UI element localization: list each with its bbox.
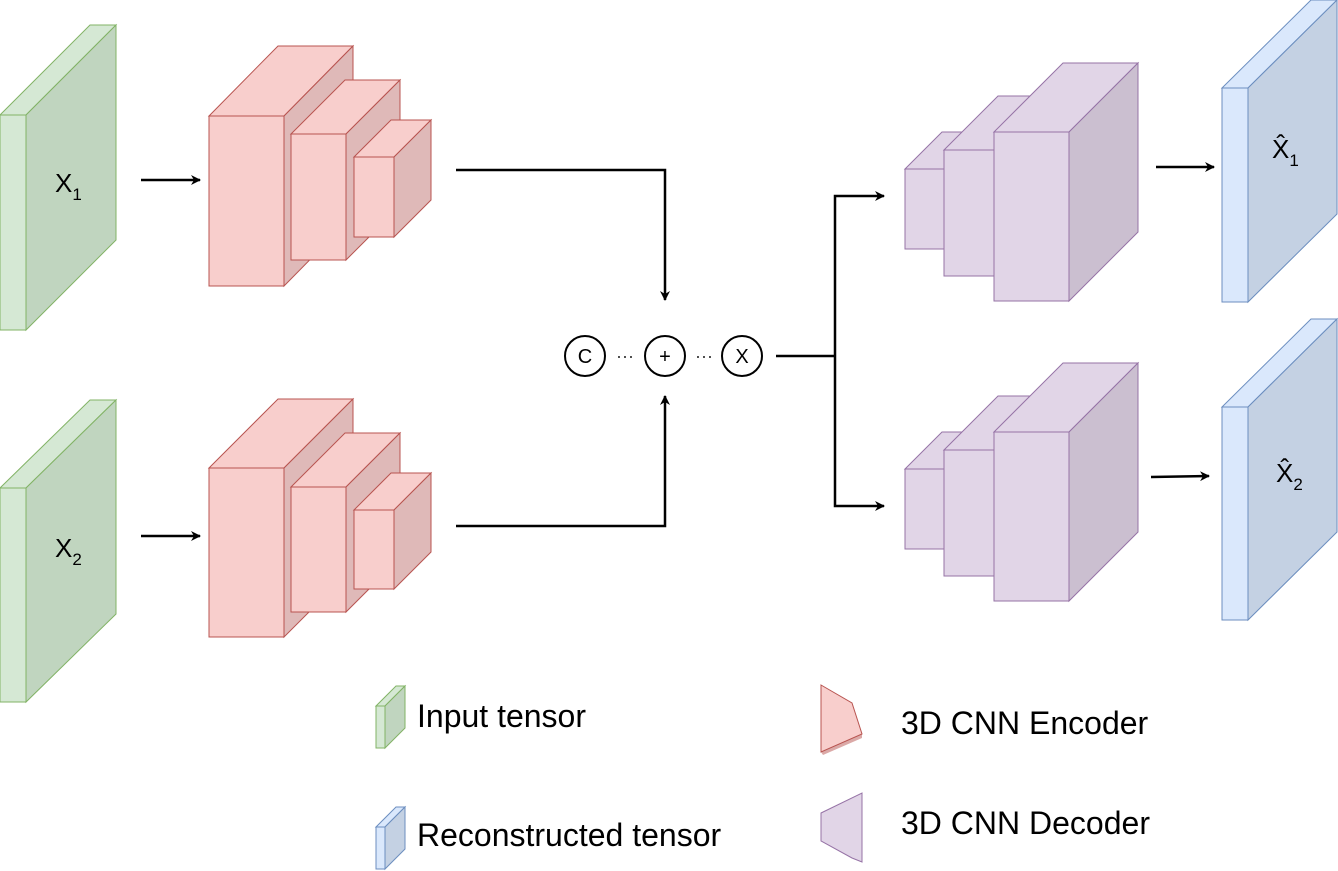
input-tensor-x1: X1 [0, 23, 118, 332]
reconstructed-tensor-x2: X̂2 [1220, 317, 1338, 622]
legend-reconstructed-swatch [374, 805, 407, 871]
reconstructed-tensor-x1: X̂1 [1220, 0, 1338, 304]
legend-decoder: 3D CNN Decoder [820, 792, 1150, 863]
output-label-x1: X̂1 [1272, 134, 1299, 170]
legend-reconstructed-label: Reconstructed tensor [417, 817, 722, 853]
connector-encoder1-to-fusion [456, 168, 670, 301]
fusion-separator-1: ··· [616, 346, 634, 366]
input-label-x1: X1 [55, 168, 82, 204]
legend-encoder-label: 3D CNN Encoder [901, 705, 1149, 741]
decoder-block-2 [903, 361, 1140, 603]
legend-input-label: Input tensor [417, 698, 586, 734]
legend: Input tensor Reconstructed tensor 3D CNN… [374, 684, 1150, 871]
product-operator [721, 335, 763, 377]
fusion-separator-2: ··· [695, 346, 713, 366]
connector-fusion-to-decoder1 [833, 191, 885, 356]
decoder-block-1 [903, 61, 1140, 303]
sum-operator [644, 335, 686, 377]
input-tensor-x2: X2 [0, 398, 118, 704]
sum-operator-label: + [659, 346, 671, 368]
legend-input-swatch [374, 684, 407, 750]
legend-decoder-label: 3D CNN Decoder [901, 805, 1150, 841]
encoder-block-2 [207, 397, 433, 639]
legend-input-tensor: Input tensor [374, 684, 586, 750]
arrow-decoder2-to-output [1150, 471, 1210, 482]
input-label-x2: X2 [55, 533, 82, 569]
connector-encoder2-to-fusion [456, 395, 670, 528]
legend-encoder-swatch [820, 684, 863, 753]
output-label-x2: X̂2 [1276, 458, 1303, 494]
legend-decoder-swatch [820, 792, 863, 863]
connector-fusion-to-decoder2 [833, 356, 885, 511]
encoder-block-1 [207, 44, 433, 288]
legend-reconstructed-tensor: Reconstructed tensor [374, 805, 722, 871]
product-operator-label: X [735, 346, 748, 368]
legend-encoder: 3D CNN Encoder [820, 684, 1149, 755]
concat-operator-label: C [578, 346, 592, 368]
fusion-operators: C ··· + ··· X [564, 335, 763, 377]
concat-operator [564, 335, 606, 377]
